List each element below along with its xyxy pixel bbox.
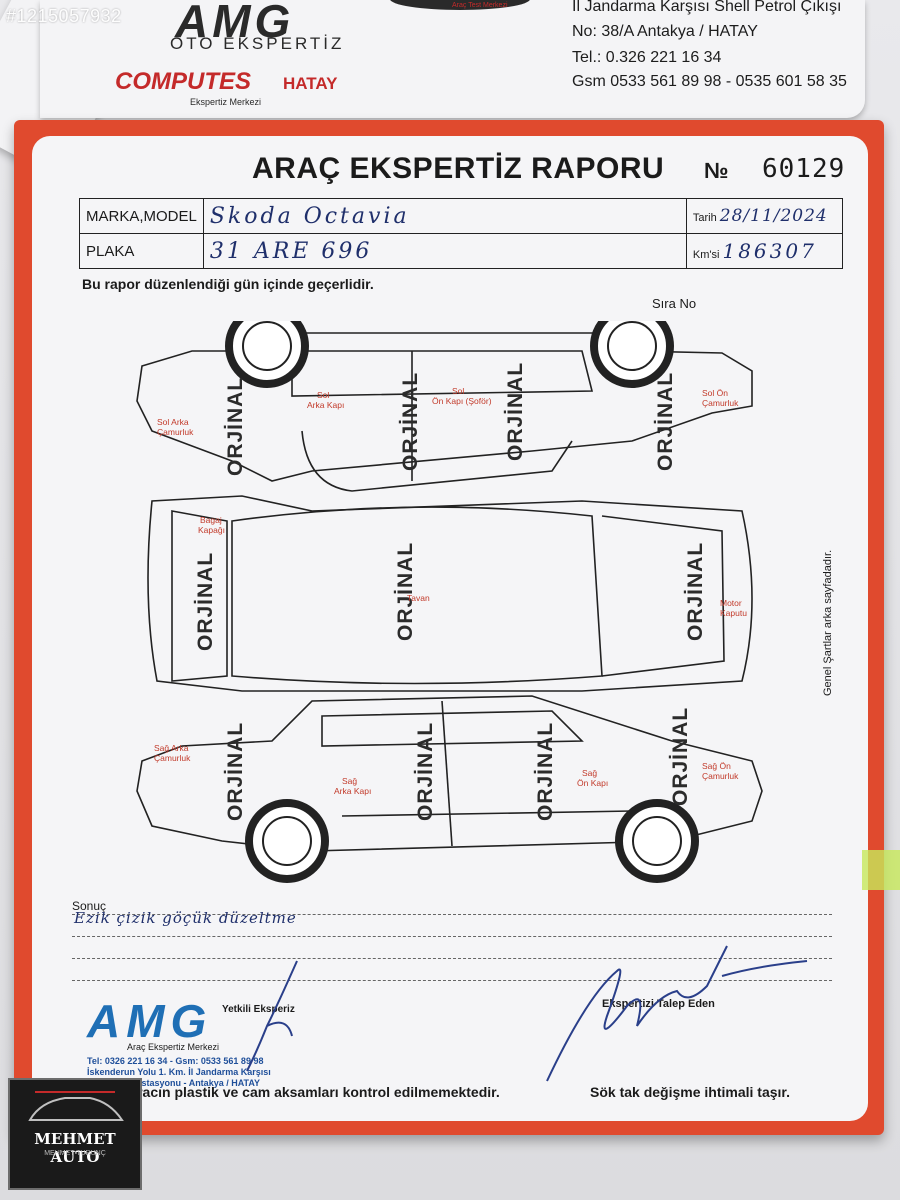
stamp-sol-on-kapi: ORJİNAL xyxy=(504,362,527,461)
stamp-sol-arka-kapi: ORJİNAL xyxy=(399,372,422,471)
top-view-outline xyxy=(147,495,753,692)
result-line xyxy=(72,936,832,937)
report-title: ARAÇ EKSPERTİZ RAPORU xyxy=(252,152,665,185)
label-sag-on-camurluk-2: Çamurluk xyxy=(702,771,739,781)
stamp-tavan: ORJİNAL xyxy=(394,542,417,641)
amg-address-line: İskenderun Yolu 1. Km. İl Jandarma Karşı… xyxy=(87,1067,271,1077)
right-side-outline xyxy=(136,695,763,852)
address-line: No: 38/A Antakya / HATAY xyxy=(572,23,758,40)
marka-label: MARKA,MODEL xyxy=(79,198,204,234)
label-sag-arka-kapi-2: Arka Kapı xyxy=(334,786,371,796)
number-label: № xyxy=(704,158,729,183)
tarih-label: Tarih xyxy=(692,212,717,224)
stamp-motor-kaputu: ORJİNAL xyxy=(684,542,707,641)
result-line xyxy=(72,980,832,981)
label-sag-on-camurluk: Sağ Ön xyxy=(702,761,731,771)
validity-note: Bu rapor düzenlendiği gün içinde geçerli… xyxy=(82,276,374,292)
vehicle-info-table: MARKA,MODEL Skoda Octavia Tarih 28/11/20… xyxy=(79,198,844,269)
car-silhouette-icon xyxy=(28,1091,124,1121)
plaka-label: PLAKA xyxy=(79,233,204,269)
yetkili-label: Yetkili Eksperiz xyxy=(222,1004,295,1015)
sonuc-label: Sonuç xyxy=(72,899,107,913)
label-sol-arka-camurluk: Sol Arka xyxy=(157,417,189,427)
stamp-sag-on-kapi: ORJİNAL xyxy=(534,722,557,821)
amg-logo: AMG xyxy=(175,0,295,47)
sira-no-label: Sıra No xyxy=(652,296,697,311)
computes-subtitle: Ekspertiz Merkezi xyxy=(190,97,262,107)
result-line xyxy=(72,958,832,959)
amg-address-line: Tel: 0326 221 16 34 - Gsm: 0533 561 89 9… xyxy=(87,1056,264,1066)
badge-logo xyxy=(390,0,530,10)
amg-bottom-subtitle: Araç Ekspertiz Merkezi xyxy=(127,1042,220,1052)
signature-right xyxy=(546,945,808,1082)
label-sol-arka-camurluk-2: Çamurluk xyxy=(157,427,194,437)
label-tavan: Tavan xyxy=(407,593,430,603)
computes-city: HATAY xyxy=(283,74,338,93)
address-line: Tel.: 0.326 221 16 34 xyxy=(572,49,722,66)
result-line xyxy=(72,914,832,915)
report-number: 60129 xyxy=(762,154,846,184)
footer-note-left: Aracın plastik ve cam aksamları kontrol … xyxy=(127,1084,500,1100)
dealer-logo: MEHMET AUTO MEHMET TURUNÇ xyxy=(8,1078,142,1190)
label-sol-on-camurluk: Sol Ön xyxy=(702,388,728,398)
label-sag-arka-camurluk: Sağ Arka xyxy=(154,743,189,753)
label-motor-kaputu-2: Kaputu xyxy=(720,608,747,618)
logo-subtitle: OTO EKSPERTİZ xyxy=(170,34,345,53)
label-bagaj-2: Kapağı xyxy=(198,525,225,535)
label-motor-kaputu: Motor xyxy=(720,598,742,608)
stamp-sol-on-camurluk: ORJİNAL xyxy=(654,372,677,471)
footer-note-right: Sök tak değişme ihtimali taşır. xyxy=(590,1084,790,1100)
label-sag-arka-kapi: Sağ xyxy=(342,776,357,786)
label-sol-on-camurluk-2: Çamurluk xyxy=(702,398,739,408)
tarih-value: 28/11/2024 xyxy=(719,206,828,226)
label-sol-on-kapi-2: Ön Kapı (Şoför) xyxy=(432,396,492,406)
header-card: Araç Test Merkezi AMG OTO EKSPERTİZ COMP… xyxy=(40,0,865,118)
label-sag-on-kapi-2: Ön Kapı xyxy=(577,778,608,788)
dealer-name: MEHMET AUTO xyxy=(34,1130,116,1166)
report-form: ARAÇ EKSPERTİZ RAPORU № 60129 MARKA,MODE… xyxy=(14,120,884,1135)
general-terms-note: Genel Şartlar arka sayfadadır. xyxy=(822,549,834,696)
amg-address-line: Shell Petrol İstasyonu - Antakya / HATAY xyxy=(87,1078,261,1088)
computes-logo: COMPUTES xyxy=(115,68,252,95)
talep-label: Ekspertizi Talep Eden xyxy=(602,998,715,1010)
km-value: 186307 xyxy=(722,239,817,263)
badge-text: Araç Test Merkezi xyxy=(452,2,508,9)
address-line: Gsm 0533 561 89 98 - 0535 601 58 35 xyxy=(572,73,847,90)
dealer-subtitle: MEHMET TURUNÇ xyxy=(44,1150,106,1157)
plaka-value: 31 ARE 696 xyxy=(209,238,373,264)
marka-value: Skoda Octavia xyxy=(209,203,410,229)
stamp-sol-arka-camurluk: ORJİNAL xyxy=(224,377,247,476)
address-line: İl Jandarma Karşısı Shell Petrol Çıkışı xyxy=(572,0,842,15)
km-label: Km'si xyxy=(692,249,720,261)
amg-bottom-logo: AMG xyxy=(87,995,213,1047)
stamp-sag-arka-camurluk: ORJİNAL xyxy=(224,722,247,821)
report-form-body: ARAÇ EKSPERTİZ RAPORU № 60129 MARKA,MODE… xyxy=(32,136,868,1121)
label-sag-arka-camurluk-2: Çamurluk xyxy=(154,753,191,763)
label-sol-arka-kapi: Sol xyxy=(317,390,329,400)
sonuc-text: Ezik çizik göçük düzeltme xyxy=(74,909,297,927)
stamp-sag-arka-kapi: ORJİNAL xyxy=(414,722,437,821)
listing-id: #1215057932 xyxy=(6,6,122,26)
signature-left xyxy=(246,960,298,1072)
label-sol-arka-kapi-2: Arka Kapı xyxy=(307,400,344,410)
label-sag-on-kapi: Sağ xyxy=(582,768,597,778)
stamp-bagaj: ORJİNAL xyxy=(194,552,217,651)
label-bagaj: Bagaj xyxy=(200,515,222,525)
label-sol-on-kapi: Sol xyxy=(452,386,464,396)
car-damage-diagram: ORJİNAL ORJİNAL ORJİNAL ORJİNAL ORJİNAL … xyxy=(136,321,763,883)
background-object xyxy=(862,850,900,890)
stamp-sag-on-camurluk: ORJİNAL xyxy=(669,707,692,806)
